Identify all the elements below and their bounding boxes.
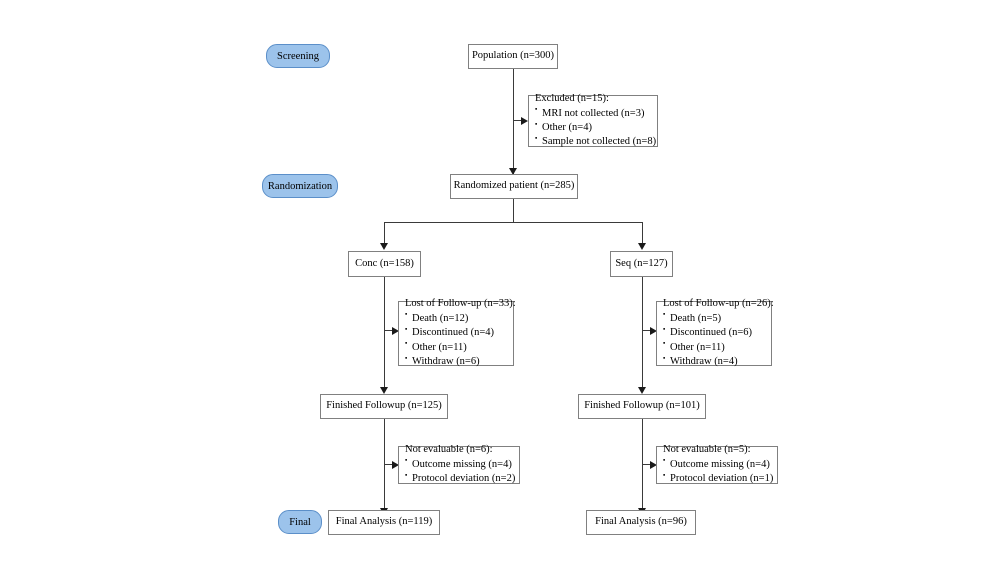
node-randomized-patient-label: Randomized patient (n=285) bbox=[453, 180, 575, 192]
arrowhead-to-excluded-icon bbox=[521, 117, 528, 125]
node-finished-followup-conc-label: Finished Followup (n=125) bbox=[326, 400, 442, 412]
list-item: MRI not collected (n=3) bbox=[535, 106, 656, 121]
arrowhead-to-finished-right-icon bbox=[638, 387, 646, 394]
list-item: Discontinued (n=4) bbox=[405, 326, 494, 340]
connector-split-to-arm-left bbox=[384, 222, 385, 243]
list-item: Outcome missing (n=4) bbox=[405, 457, 515, 472]
arrowhead-to-noteval-left-icon bbox=[392, 461, 399, 469]
arrowhead-to-noteval-right-icon bbox=[650, 461, 657, 469]
list-item: Protocol deviation (n=2) bbox=[405, 472, 515, 486]
stage-pill-screening-label: Screening bbox=[277, 50, 319, 62]
node-not-evaluable-conc-list: Outcome missing (n=4) Protocol deviation… bbox=[405, 457, 515, 487]
node-not-evaluable-seq: Not evaluable (n=5): Outcome missing (n=… bbox=[656, 444, 778, 487]
connector-arm-left-to-lost bbox=[384, 330, 394, 331]
connector-finished-right-to-final bbox=[642, 419, 643, 508]
node-lost-followup-seq: Lost of Follow-up (n=26): Death (n=5) Di… bbox=[656, 298, 774, 367]
list-item: Outcome missing (n=4) bbox=[663, 457, 773, 472]
node-excluded-list: MRI not collected (n=3) Other (n=4) Samp… bbox=[535, 106, 656, 150]
stage-pill-randomization: Randomization bbox=[262, 174, 338, 198]
node-randomized-patient: Randomized patient (n=285) bbox=[450, 174, 578, 199]
node-arm-seq-label: Seq (n=127) bbox=[615, 257, 668, 269]
connector-finished-left-to-noteval bbox=[384, 464, 394, 465]
node-not-evaluable-seq-list: Outcome missing (n=4) Protocol deviation… bbox=[663, 457, 773, 487]
node-lost-followup-conc: Lost of Follow-up (n=33): Death (n=12) D… bbox=[398, 298, 516, 367]
node-population: Population (n=300) bbox=[468, 44, 558, 69]
node-lost-followup-seq-title: Lost of Follow-up (n=26): bbox=[663, 298, 774, 310]
list-item: Sample not collected (n=8) bbox=[535, 135, 656, 149]
node-excluded-title: Excluded (n=15): bbox=[535, 93, 609, 105]
stage-pill-final-label: Final bbox=[289, 516, 311, 528]
list-item: Other (n=11) bbox=[405, 340, 494, 355]
node-final-analysis-seq: Final Analysis (n=96) bbox=[586, 510, 696, 535]
node-finished-followup-seq: Finished Followup (n=101) bbox=[578, 394, 706, 419]
connector-arm-left-to-finished bbox=[384, 277, 385, 387]
node-arm-seq: Seq (n=127) bbox=[610, 251, 673, 277]
node-final-analysis-conc-label: Final Analysis (n=119) bbox=[335, 516, 433, 528]
node-lost-followup-conc-list: Death (n=12) Discontinued (n=4) Other (n… bbox=[405, 311, 494, 370]
node-arm-conc-label: Conc (n=158) bbox=[355, 257, 414, 269]
list-item: Other (n=11) bbox=[663, 340, 752, 355]
connector-finished-right-to-noteval bbox=[642, 464, 652, 465]
node-lost-followup-conc-title: Lost of Follow-up (n=33): bbox=[405, 298, 516, 310]
node-excluded: Excluded (n=15): MRI not collected (n=3)… bbox=[528, 93, 658, 150]
arrowhead-to-finished-left-icon bbox=[380, 387, 388, 394]
stage-pill-screening: Screening bbox=[266, 44, 330, 68]
arrowhead-to-randomized-icon bbox=[509, 168, 517, 175]
connector-arm-right-to-lost bbox=[642, 330, 652, 331]
list-item: Withdraw (n=6) bbox=[405, 355, 494, 369]
list-item: Death (n=5) bbox=[663, 311, 752, 326]
list-item: Protocol deviation (n=1) bbox=[663, 472, 773, 486]
node-not-evaluable-seq-title: Not evaluable (n=5): bbox=[663, 444, 751, 456]
connector-split-to-arm-right bbox=[642, 222, 643, 243]
list-item: Other (n=4) bbox=[535, 120, 656, 135]
connector-randomized-split bbox=[384, 222, 643, 223]
node-final-analysis-seq-label: Final Analysis (n=96) bbox=[595, 516, 687, 528]
connector-population-to-randomized bbox=[513, 69, 514, 188]
arrowhead-to-arm-right-icon bbox=[638, 243, 646, 250]
node-not-evaluable-conc-title: Not evaluable (n=6): bbox=[405, 444, 493, 456]
node-arm-conc: Conc (n=158) bbox=[348, 251, 421, 277]
node-not-evaluable-conc: Not evaluable (n=6): Outcome missing (n=… bbox=[398, 444, 520, 487]
list-item: Discontinued (n=6) bbox=[663, 326, 752, 340]
node-lost-followup-seq-list: Death (n=5) Discontinued (n=6) Other (n=… bbox=[663, 311, 752, 370]
list-item: Withdraw (n=4) bbox=[663, 355, 752, 369]
connector-arm-right-to-finished bbox=[642, 277, 643, 387]
node-finished-followup-seq-label: Finished Followup (n=101) bbox=[584, 400, 700, 412]
stage-pill-final: Final bbox=[278, 510, 322, 534]
connector-finished-left-to-final bbox=[384, 419, 385, 508]
node-population-label: Population (n=300) bbox=[471, 50, 555, 62]
arrowhead-to-lost-right-icon bbox=[650, 327, 657, 335]
node-final-analysis-conc: Final Analysis (n=119) bbox=[328, 510, 440, 535]
stage-pill-randomization-label: Randomization bbox=[267, 180, 333, 192]
node-finished-followup-conc: Finished Followup (n=125) bbox=[320, 394, 448, 419]
arrowhead-to-arm-left-icon bbox=[380, 243, 388, 250]
connector-randomized-stem bbox=[513, 199, 514, 222]
list-item: Death (n=12) bbox=[405, 311, 494, 326]
connector-population-to-excluded bbox=[513, 120, 523, 121]
arrowhead-to-lost-left-icon bbox=[392, 327, 399, 335]
